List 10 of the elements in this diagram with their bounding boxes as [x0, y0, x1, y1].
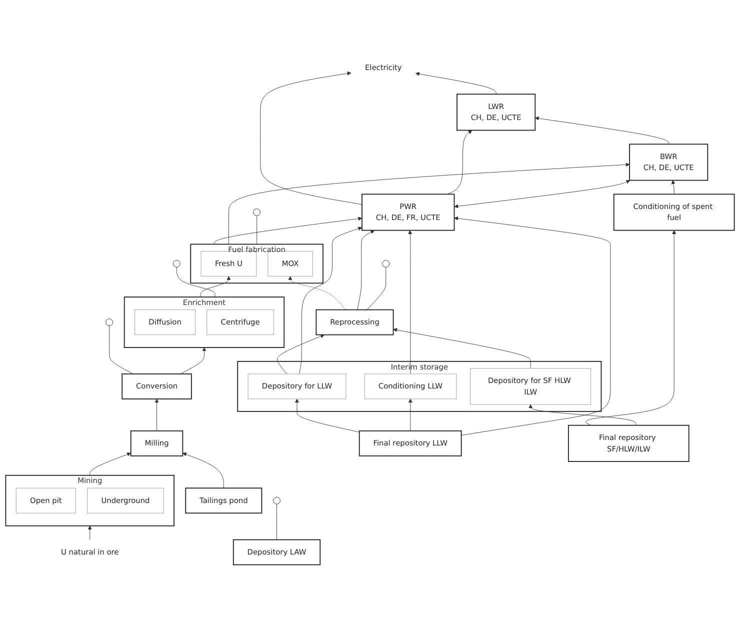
node-circle — [172, 260, 180, 268]
node-circle — [106, 318, 114, 326]
node-circle — [253, 208, 261, 216]
connector — [366, 266, 386, 310]
node-circle — [382, 260, 390, 268]
connector — [176, 266, 216, 298]
connector — [276, 504, 277, 540]
node-circle — [273, 496, 280, 504]
connector — [256, 216, 258, 244]
connector — [109, 326, 134, 374]
